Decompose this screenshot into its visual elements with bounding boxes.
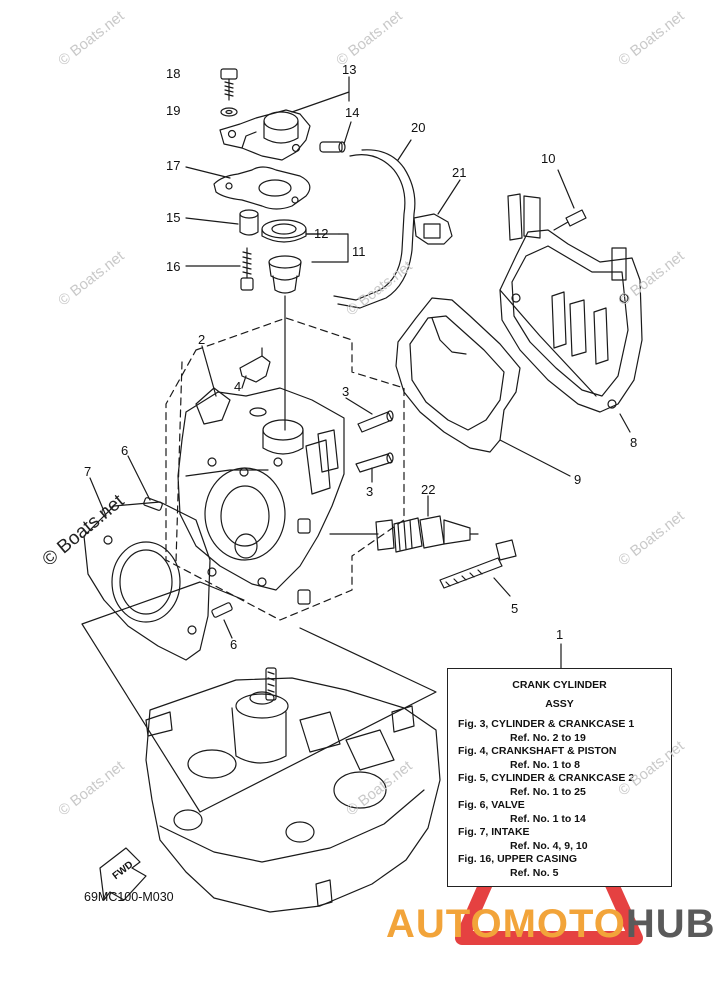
callout-7: 7 [84,464,92,479]
exhaust-cover-8 [499,193,643,413]
callout-18: 18 [166,66,181,81]
reference-line: Fig. 4, CRANKSHAFT & PISTON [458,745,617,757]
callout-6-lower: 6 [230,637,238,652]
automotohub-brand: AUTOMOTOHUB [386,902,714,947]
thermostat-cover-13 [219,109,311,161]
brand-part-1: AUTOMOTO [386,902,626,946]
reference-line: Ref. No. 4, 9, 10 [510,840,588,852]
thermostat-11 [268,255,302,431]
reference-line: Ref. No. 1 to 25 [510,786,586,798]
clip-21 [413,213,453,245]
callout-10: 10 [541,151,556,166]
reference-line: Ref. No. 1 to 14 [510,813,586,825]
callout-3-lower: 3 [366,484,374,499]
reference-box: CRANK CYLINDER ASSY Fig. 3, CYLINDER & C… [447,668,672,887]
crank-cylinder-1 [145,667,441,913]
callout-21: 21 [452,165,467,180]
pin-3-upper [357,410,394,433]
reference-line: Ref. No. 2 to 19 [510,732,586,744]
bolt-18 [220,68,238,101]
cylinder-head-2 [177,387,345,605]
callout-16: 16 [166,259,181,274]
reference-line: Fig. 7, INTAKE [458,826,530,838]
callout-13: 13 [342,62,357,77]
callout-20: 20 [411,120,426,135]
bolt-10 [553,209,587,231]
reference-line: Ref. No. 1 to 8 [510,759,581,771]
drawing-code: 69MC100-M030 [84,890,174,904]
nipple-14 [319,141,346,153]
brand-part-2: HUB [625,902,714,946]
callout-1: 1 [556,627,564,642]
reference-box-title: CRANK CYLINDER [512,679,607,691]
reference-line: Fig. 3, CYLINDER & CRANKCASE 1 [458,718,635,730]
pin-6-lower [211,602,233,618]
nipple-4 [239,347,271,383]
grommet-12 [261,219,307,243]
callout-2: 2 [198,332,206,347]
callout-12: 12 [314,226,329,241]
reference-line: Fig. 6, VALVE [458,799,525,811]
collar-15 [239,209,259,236]
callout-17: 17 [166,158,181,173]
callout-8: 8 [630,435,638,450]
washer-19 [220,107,238,117]
reference-box-subtitle: ASSY [545,698,574,710]
callout-22: 22 [421,482,436,497]
head-gasket-7 [83,501,211,661]
reference-line: Fig. 5, CYLINDER & CRANKCASE 2 [458,772,635,784]
callout-9: 9 [574,472,582,487]
gasket-17 [213,166,311,210]
bolt-16 [240,247,254,291]
bolt-5 [439,539,517,589]
callout-5: 5 [511,601,519,616]
reference-line: Fig. 16, UPPER CASING [458,853,578,865]
spark-plug-22 [375,515,479,553]
pin-6-upper [143,497,163,511]
callout-11: 11 [352,244,366,259]
callout-3-upper: 3 [342,384,350,399]
callout-19: 19 [166,103,181,118]
callout-4: 4 [234,379,242,394]
callout-15: 15 [166,210,181,225]
reference-line: Ref. No. 5 [510,867,559,879]
fwd-arrow [99,847,147,901]
callout-14: 14 [345,105,360,120]
pin-3-lower [355,452,394,473]
callout-6-upper: 6 [121,443,129,458]
gasket-9 [395,297,521,453]
hose-20 [333,149,416,309]
